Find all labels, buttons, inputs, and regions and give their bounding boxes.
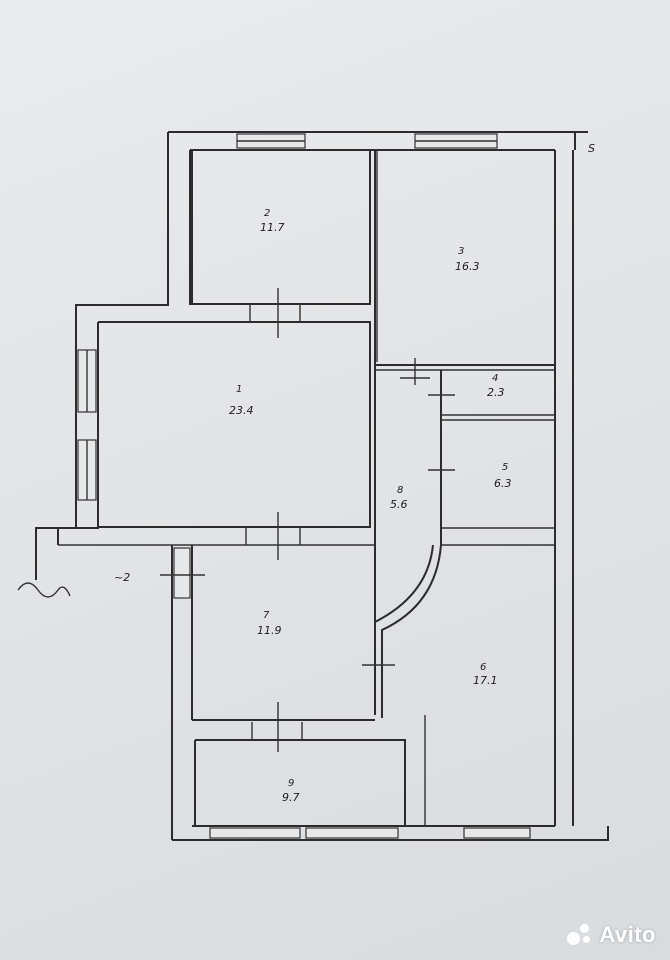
room-5-number: 5 [502,462,508,473]
outer-walls [35,131,609,841]
room-8-area: 5.6 [390,498,408,511]
room-6-area: 17.1 [473,674,498,687]
windows [77,133,531,839]
room-2-number: 2 [264,208,270,219]
room-4-number: 4 [492,373,498,384]
avito-logo-icon [567,924,593,946]
avito-wordmark: Avito [599,922,656,947]
room-3-number: 3 [458,246,464,257]
room-labels: 1 23.4 2 11.7 3 16.3 4 2.3 5 6.3 6 17.1 … [229,208,512,804]
interior-walls [58,150,555,826]
room-2-area: 11.7 [260,221,285,234]
avito-watermark: Avito [567,922,656,948]
entrance-marker: ~2 [114,571,130,584]
entrance-break-line [17,582,71,598]
room-8-number: 8 [397,485,403,496]
corner-marker: S [588,142,595,155]
room-7-area: 11.9 [257,624,282,637]
room-9-number: 9 [288,778,294,789]
room-5-area: 6.3 [494,477,512,490]
room-1-number: 1 [236,384,242,395]
room-9-area: 9.7 [282,791,300,804]
door-marks [160,288,455,752]
room-4-area: 2.3 [487,386,505,399]
room-6-number: 6 [480,662,486,673]
room-3-area: 16.3 [455,260,480,273]
room-7-number: 7 [263,610,270,621]
room-1-area: 23.4 [229,404,254,417]
